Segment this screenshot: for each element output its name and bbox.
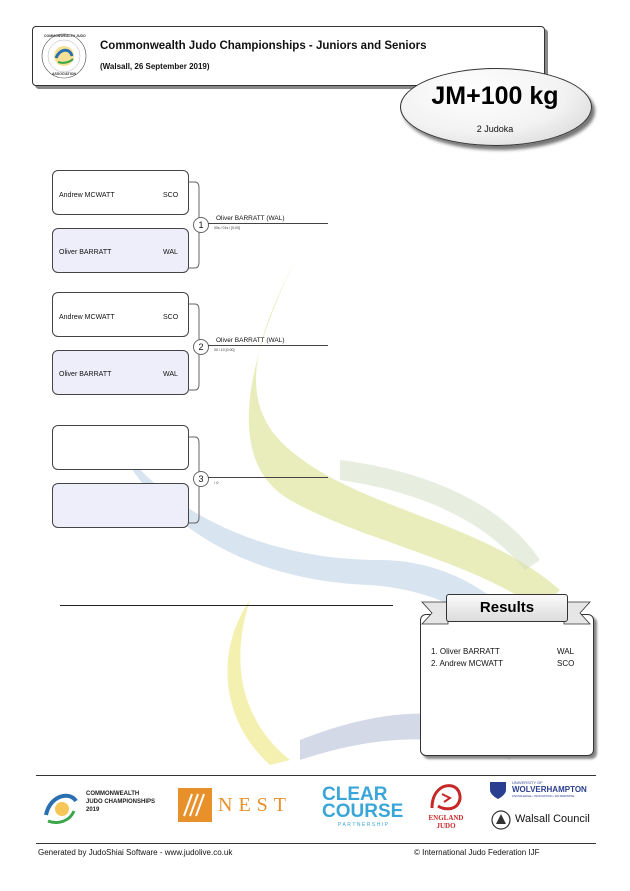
competitor-box-blue[interactable]: Oliver BARRATT WAL [52,350,189,395]
result-nation: WAL [557,647,575,656]
england-judo-text: ENGLAND [428,814,464,822]
page-subtitle: (Walsall, 26 September 2019) [100,62,210,71]
signature-line [60,605,393,606]
footer-copyright: © International Judo Federation IJF [414,848,540,857]
clear-course-text: CLEAR [322,784,388,805]
page-title: Commonwealth Judo Championships - Junior… [100,40,427,52]
sponsor-divider [36,775,596,776]
competitor-box-white[interactable]: Andrew MCWATT SCO [52,170,189,215]
winner-line [208,345,328,346]
nest-logo-icon [178,788,212,822]
match-number: 1 [193,217,209,233]
match-score: / 0 [214,480,219,485]
competitor-box-blue[interactable] [52,483,189,528]
walsall-council-text: Walsall Council [515,813,590,825]
competitor-nation: SCO [163,314,179,321]
wolverhampton-crest-icon [490,782,506,799]
clear-course-text: COURSE [322,801,404,822]
competitor-nation: SCO [163,192,179,199]
england-judo-text: JUDO [436,822,456,830]
competitor-box-white[interactable] [52,425,189,470]
competitor-name: Andrew MCWATT [59,314,115,321]
judoka-count: 2 Judoka [476,124,514,134]
competitor-nation: WAL [163,249,178,256]
result-nation: SCO [557,659,575,668]
commonwealth-judo-association-logo [41,33,87,79]
nest-logo-text: NEST [218,794,292,816]
winner-line [208,223,328,224]
england-judo-lion-icon [430,784,462,811]
cjc-text-line: COMMONWEALTH [86,791,140,797]
wolverhampton-text: KNOWLEDGE • INNOVATION • ENTERPRISE [512,794,575,798]
cjc-text-line: JUDO CHAMPIONSHIPS [86,799,156,805]
competitor-name: Oliver BARRATT [59,249,112,256]
results-ribbon [421,601,591,625]
winner-name: Oliver BARRATT (WAL) [216,337,285,344]
weight-class-oval [400,68,592,146]
result-place: 2. Andrew MCWATT [431,659,504,668]
wolverhampton-text: UNIVERSITY OF [512,780,543,785]
results-box: 1. Oliver BARRATT WAL 2. Andrew MCWATT S… [420,614,594,756]
competitor-name: Andrew MCWATT [59,192,115,199]
wolverhampton-text: WOLVERHAMPTON [512,785,587,794]
footer-generated-by: Generated by JudoShiai Software - www.ju… [38,848,233,857]
clear-course-subtext: PARTNERSHIP [338,822,390,828]
weight-class-label: JM+100 kg [431,82,559,110]
footer-divider [36,843,596,844]
winner-name: Oliver BARRATT (WAL) [216,215,285,222]
cjc-text-line: 2019 [86,807,100,813]
cjc-logo [44,793,78,825]
competitor-nation: WAL [163,371,178,378]
match-number: 3 [193,471,209,487]
logo-text-bottom: ASSOCIATION [52,72,77,76]
match-number: 2 [193,339,209,355]
competitor-box-white[interactable]: Andrew MCWATT SCO [52,292,189,337]
results-title: Results [446,594,568,622]
walsall-council-crest-icon [491,810,511,830]
competitor-box-blue[interactable]: Oliver BARRATT WAL [52,228,189,273]
match-score: 00s / 01s / [0:00] [214,226,240,230]
match-score: 00 / 10 [0:00] [214,348,235,352]
competitor-name: Oliver BARRATT [59,371,112,378]
winner-line [208,477,328,478]
result-place: 1. Oliver BARRATT [431,647,500,656]
logo-text-top: COMMONWEALTH JUDO [44,34,86,38]
